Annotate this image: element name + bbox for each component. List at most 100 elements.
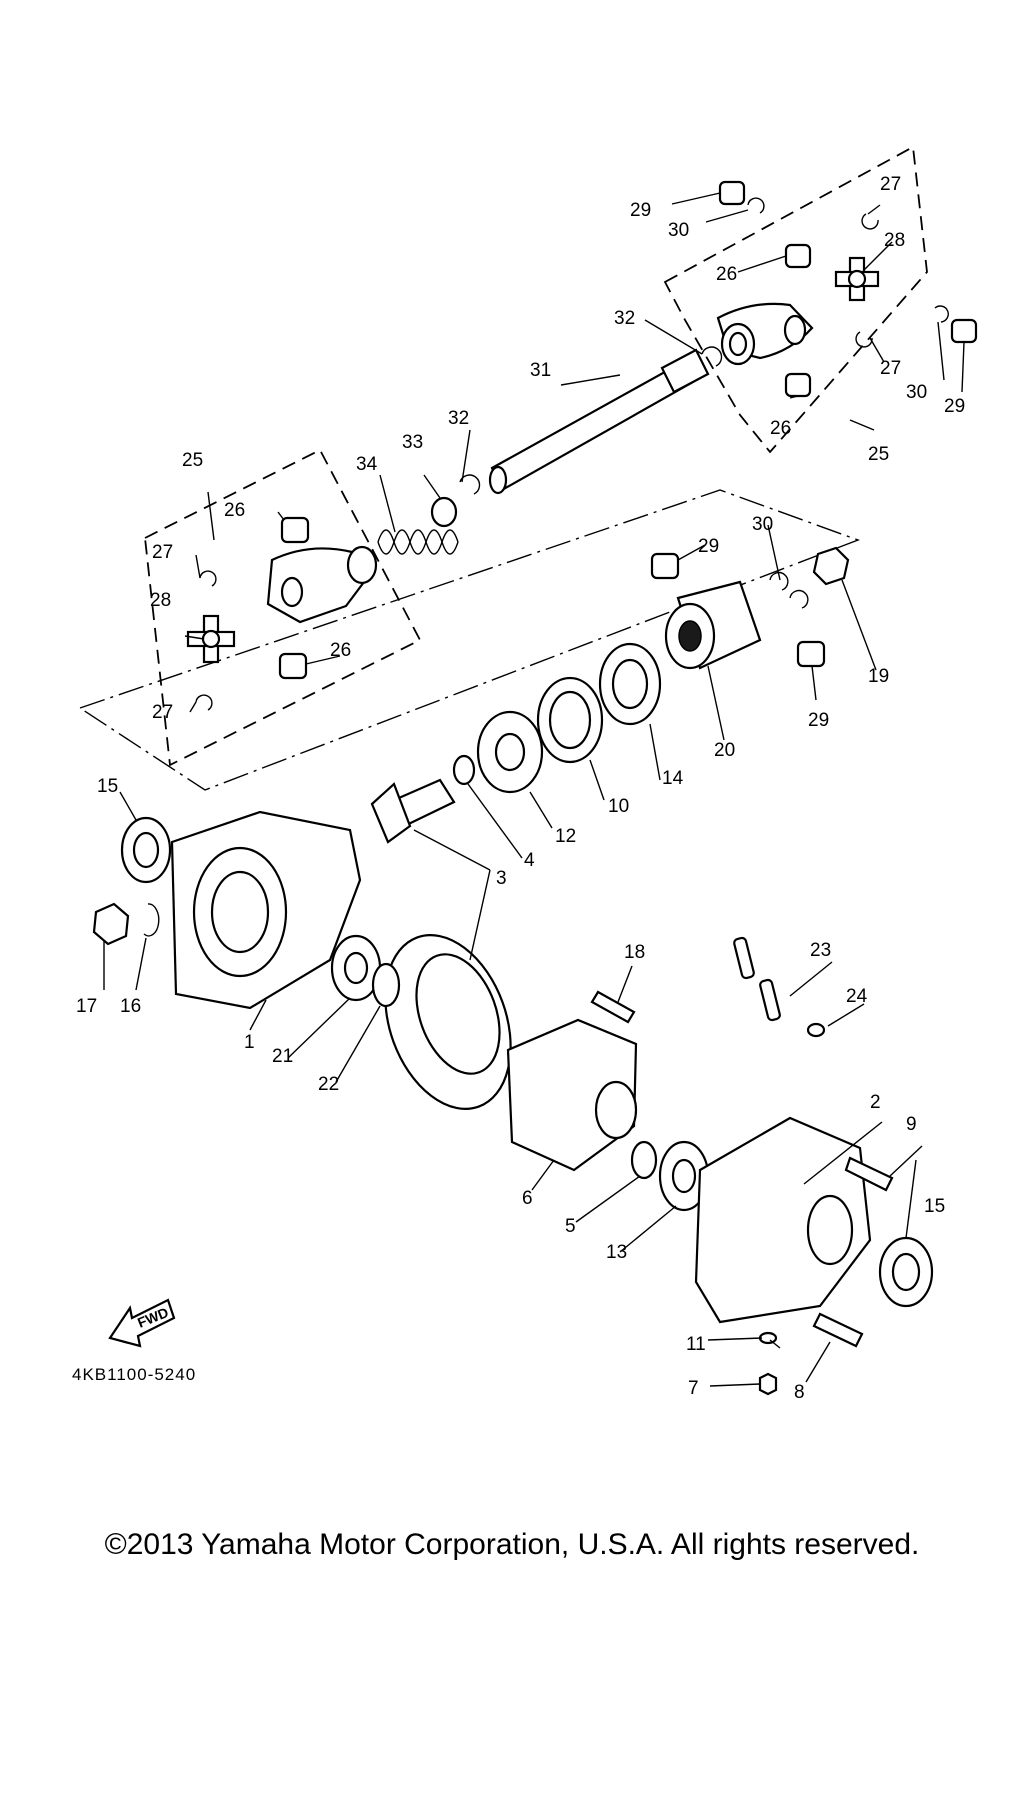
differential-shim [630,1140,658,1180]
cover-circlip [143,903,160,937]
callout-30-upper-a: 30 [668,220,689,241]
air-vent-plug [806,1022,826,1038]
callout-6: 6 [522,1188,533,1209]
callout-30-upper-b: 30 [906,382,927,403]
cover-shim [371,962,401,1008]
callout-1: 1 [244,1032,255,1053]
callout-28-left: 28 [150,590,171,611]
flange-circlip-1 [769,571,789,591]
callout-29-flange-b: 29 [808,710,829,731]
differential-assembly [506,1018,638,1172]
flange-nut [812,546,850,586]
callout-25-upper: 25 [868,444,889,465]
case-bolt-lower [812,1312,864,1348]
callout-32-upper: 32 [614,308,635,329]
callout-27-left-b: 27 [152,702,173,723]
callout-5: 5 [565,1216,576,1237]
callout-12: 12 [555,826,576,847]
callout-24: 24 [846,986,868,1007]
callout-2: 2 [870,1092,881,1113]
callout-17: 17 [76,996,97,1017]
upper-spider [834,256,880,302]
drive-shaft [488,348,710,495]
pinion-bearing [476,710,544,794]
callout-26-left-b: 26 [330,640,351,661]
callout-27-left-a: 27 [152,542,173,563]
callout-26-upper-b: 26 [770,418,791,439]
upper-circlips [747,197,949,348]
drive-pinion-gear [370,778,456,844]
callout-27-upper-a: 27 [880,174,901,195]
cover-bearing [330,934,382,1002]
fwd-arrow-icon: FWD [108,1298,176,1348]
upper-u-joint-group-outline [663,145,928,454]
callout-4: 4 [524,850,535,871]
flange-circlip-2 [789,589,809,609]
callout-31: 31 [530,360,551,381]
callouts: 1 2 3 4 5 6 7 8 9 10 11 12 13 14 15 15 1… [76,174,965,1403]
callout-29-upper-b: 29 [944,396,965,417]
left-circlips [195,570,217,711]
pinion-shim [452,754,476,786]
cover-nut [92,902,130,946]
leader-lines [103,192,965,1387]
dowel-pin-2 [759,978,781,1022]
callout-29-upper-a: 29 [630,200,651,221]
callout-18: 18 [624,942,645,963]
callout-7: 7 [688,1378,699,1399]
bearing-housing-collar [536,676,604,764]
cover-oil-seal [120,816,172,884]
callout-30-flange: 30 [752,514,773,535]
callout-26-upper-a: 26 [716,264,737,285]
callout-19: 19 [868,666,889,687]
callout-13: 13 [606,1242,627,1263]
callout-3: 3 [496,868,507,889]
callout-28-upper: 28 [884,230,905,251]
dowel-pin-1 [733,936,755,980]
drain-washer [758,1331,778,1345]
callout-15-cover: 15 [97,776,118,797]
callout-16: 16 [120,996,141,1017]
upper-bearing-cups [718,180,978,398]
left-yoke [266,545,378,624]
copyright-notice: ©2013 Yamaha Motor Corporation, U.S.A. A… [104,1528,920,1561]
callout-26-left-a: 26 [224,500,245,521]
upper-yoke [716,302,814,366]
differential-bolt [590,990,636,1024]
callout-22: 22 [318,1074,339,1095]
case-oil-seal [878,1236,934,1308]
left-spider [186,614,236,664]
compression-spring [377,529,459,555]
callout-32-lower: 32 [448,408,469,429]
flange-bearing-cup-1 [650,552,680,580]
drain-bolt [758,1372,778,1396]
diagram-code: 4KB1100-5240 [72,1365,196,1384]
callout-15-case: 15 [924,1196,945,1217]
callout-29-flange-a: 29 [698,536,719,557]
callout-34: 34 [356,454,378,475]
gear-case [694,1116,872,1324]
callout-20: 20 [714,740,735,761]
shaft-circlip-upper [701,346,723,367]
callout-11: 11 [686,1334,706,1355]
coupling-flange [664,580,762,670]
callout-8: 8 [794,1382,805,1403]
ring-gear [384,934,512,1110]
left-bearing-cups [278,516,310,680]
drive-axis-line [78,489,861,791]
callout-10: 10 [608,796,629,817]
callout-33: 33 [402,432,423,453]
case-bolt-upper [844,1156,894,1192]
flange-bearing-cup-2 [796,640,826,668]
callout-25-left: 25 [182,450,203,471]
callout-9: 9 [906,1114,917,1135]
callout-27-upper-b: 27 [880,358,901,379]
callout-23: 23 [810,940,831,961]
thrust-washer [430,496,458,528]
callout-21: 21 [272,1046,293,1067]
callout-14: 14 [662,768,684,789]
gear-case-cover [170,810,362,1010]
oil-seal [598,642,662,726]
